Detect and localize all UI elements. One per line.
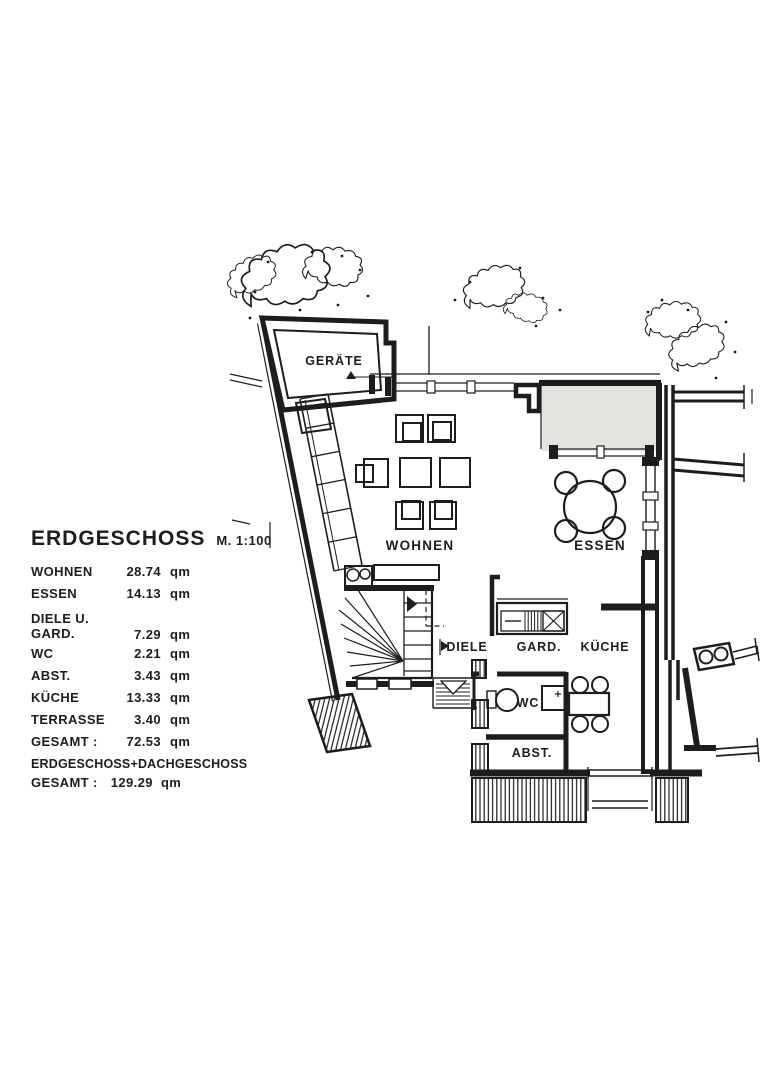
closet-hatch: [524, 611, 542, 631]
sideboard: [344, 565, 373, 587]
room-label-diele: DIELE: [446, 640, 487, 654]
entrance-porch: [432, 677, 477, 709]
south-wall: [470, 767, 702, 779]
covered-patio: [539, 379, 661, 459]
garden-box: [294, 397, 333, 435]
legend: ERDGESCHOSS M. 1:100 WOHNEN 28.74 qm ESS…: [31, 527, 271, 790]
railing-lower: [715, 737, 760, 763]
terraces: [307, 692, 689, 823]
legend-row-wc: WC 2.21 qm: [31, 645, 191, 661]
light-shaft: [692, 641, 736, 672]
wc-room: [472, 671, 569, 771]
room-label-gard: GARD.: [517, 640, 562, 654]
legend-row-kueche: KÜCHE 13.33 qm: [31, 689, 191, 705]
shelf: [373, 564, 440, 581]
railing-upper: [732, 637, 760, 662]
staircase: [338, 585, 444, 690]
legend-scale: M. 1:100: [216, 533, 272, 548]
door-swing-triangle: [439, 680, 468, 695]
room-label-kueche: KÜCHE: [581, 639, 630, 654]
legend-title: ERDGESCHOSS: [31, 527, 206, 550]
corner-pillar: [513, 382, 542, 414]
legend-row-terrasse: TERRASSE 3.40 qm: [31, 711, 191, 727]
washbasin: [541, 685, 566, 711]
stair-treads: [338, 589, 431, 679]
legend-row-diele-gard: DIELE U. GARD. 7.29 qm: [31, 611, 191, 642]
terrace-step: [587, 779, 653, 811]
room-label-abst: ABST.: [512, 746, 553, 760]
bush-dots: [248, 250, 737, 380]
legend-row-abst: ABST. 3.43 qm: [31, 667, 191, 683]
essen-furniture: [553, 468, 627, 544]
room-label-wohnen: WOHNEN: [386, 538, 455, 553]
room-label-essen: ESSEN: [574, 538, 626, 553]
wohnen-furniture: [344, 414, 471, 587]
west-wall-pillars: [471, 659, 489, 772]
neighbor-diagonal-wall: [682, 667, 700, 747]
legend-row-essen: ESSEN 14.13 qm: [31, 585, 191, 601]
room-label-geraete: GERÄTE: [305, 353, 363, 368]
survey-tick-upper: [229, 373, 263, 388]
legend-total-floors: ERDGESCHOSS+DACHGESCHOSS: [31, 757, 248, 771]
room-label-wc: WC: [517, 696, 540, 710]
legend-row-gesamt: GESAMT : 72.53 qm: [31, 733, 191, 749]
east-wall: [601, 383, 662, 774]
vegetation-bushes: [226, 243, 737, 380]
stair-headroom-dashed: [425, 590, 444, 627]
glass-door: [587, 767, 653, 779]
terrasse-hatched: [307, 692, 372, 754]
gard-closet: [489, 574, 569, 636]
diele-marker: [439, 639, 449, 655]
survey-tick-lower: [231, 519, 271, 548]
legend-row-wohnen: WOHNEN 28.74 qm: [31, 563, 191, 579]
legend-area-table: WOHNEN 28.74 qm ESSEN 14.13 qm DIELE U. …: [31, 560, 241, 752]
neighbor-building: [664, 385, 760, 772]
west-window-band: [299, 393, 363, 572]
kueche-furniture: [567, 676, 611, 733]
toilet: [486, 688, 519, 712]
stair-direction-arrow: [407, 596, 417, 612]
geraete-shed: [258, 315, 397, 435]
